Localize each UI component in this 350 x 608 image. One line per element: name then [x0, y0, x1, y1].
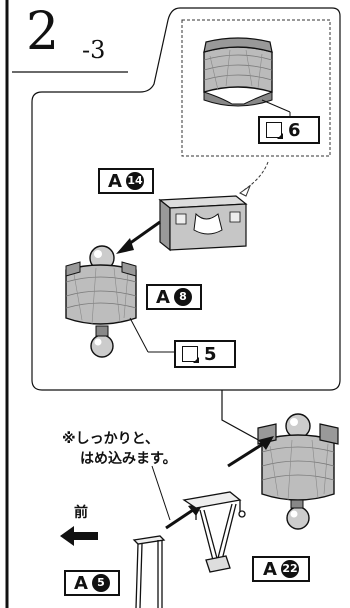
- sticker-5-label: 5: [174, 340, 236, 368]
- part-a5-label: A 5: [64, 570, 120, 596]
- part-number-circle: 8: [173, 288, 192, 306]
- part-letter: A: [74, 572, 88, 594]
- front-arrow-icon: [60, 526, 98, 546]
- clip-part-a14: [158, 195, 248, 252]
- part-number-circle: 14: [125, 172, 144, 190]
- body-leader-line: [129, 317, 149, 353]
- band-leader-line: [261, 99, 291, 113]
- part-letter: A: [263, 558, 277, 580]
- band-detail-part: [203, 37, 273, 107]
- insert-arrow-1: [125, 220, 161, 248]
- callout-frame: [31, 7, 341, 391]
- step-subnumber: -3: [82, 36, 106, 64]
- note-line-2: はめ込みます。: [80, 451, 177, 467]
- part-a22-label: A 22: [252, 556, 310, 582]
- body-part-a8: [65, 245, 137, 358]
- detail-dashed-box: [181, 19, 331, 157]
- leg-frame-part-a5: [132, 535, 166, 608]
- part-a8-label: A 8: [146, 284, 202, 310]
- part-number-circle: 5: [91, 574, 110, 592]
- assembled-figure: [257, 413, 339, 530]
- press-arrow-lower: [165, 506, 197, 530]
- hip-frame-part-a22: [182, 491, 246, 573]
- note-line-1: ※しっかりと、: [62, 431, 160, 447]
- dashed-arrow: [243, 161, 269, 191]
- sticker-6-label: 6: [258, 116, 320, 144]
- sticker-icon: [266, 122, 282, 138]
- frame-connector-line: [221, 390, 263, 443]
- sticker-number: 5: [204, 343, 217, 365]
- part-number-circle: 22: [280, 560, 299, 578]
- part-letter: A: [156, 286, 170, 308]
- sticker-number: 6: [288, 119, 301, 141]
- press-arrow-upper: [227, 440, 267, 468]
- step-number: 2: [26, 2, 59, 62]
- sticker-icon: [182, 346, 198, 362]
- part-letter: A: [108, 170, 122, 192]
- note-leader-line: [151, 465, 171, 521]
- front-direction-label: 前: [74, 505, 88, 521]
- part-a14-label: A 14: [98, 168, 154, 194]
